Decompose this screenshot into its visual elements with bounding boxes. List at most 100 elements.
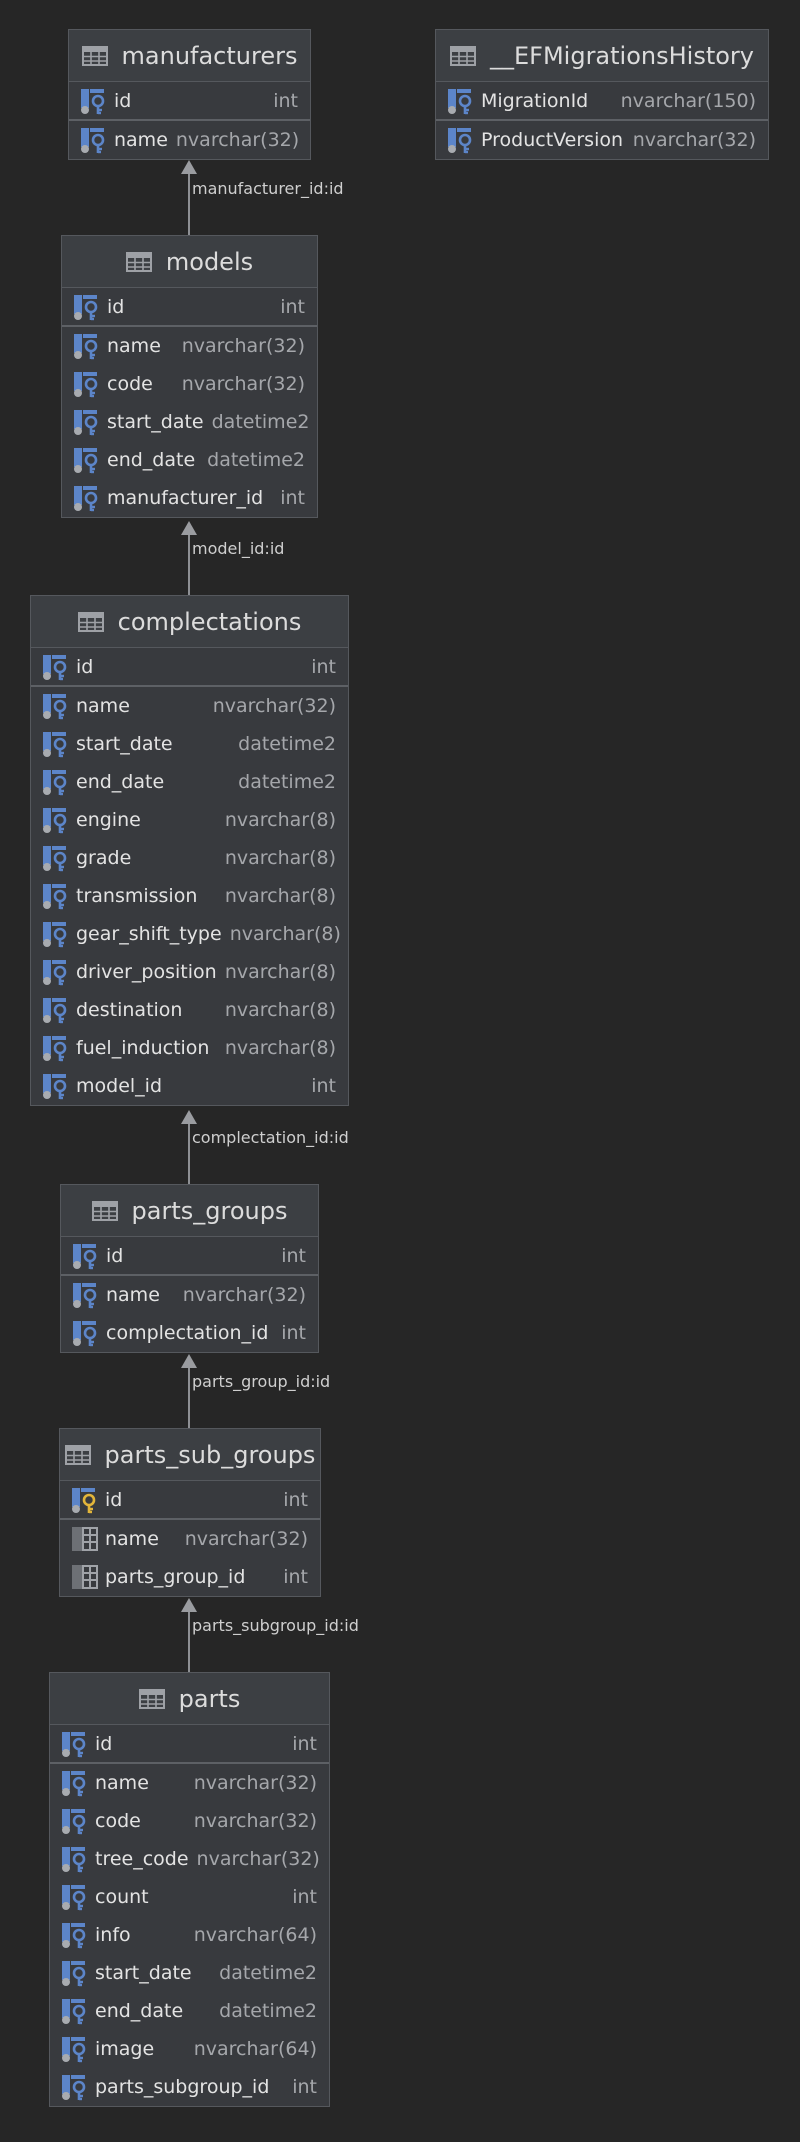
column-name: end_date: [76, 771, 165, 793]
column-key-icon: [71, 445, 103, 475]
table-header[interactable]: models: [62, 236, 317, 288]
column-key-icon: [59, 1958, 91, 1988]
column-key-icon: [59, 1996, 91, 2026]
table-name: models: [165, 247, 254, 276]
column-name: name: [106, 1284, 160, 1306]
column-name: name: [76, 695, 130, 717]
column-type: nvarchar(32): [182, 1284, 306, 1306]
column-name: tree_code: [95, 1848, 189, 1870]
relation-arrow-icon: [181, 1110, 197, 1124]
column-type: datetime2: [238, 771, 336, 793]
column-type: int: [292, 1732, 317, 1755]
column-name: name: [114, 129, 168, 151]
table-header[interactable]: parts_sub_groups: [60, 1429, 320, 1481]
relation-line: [188, 533, 190, 595]
column-row[interactable]: parts_subgroup_id int: [50, 2068, 329, 2106]
column-type: int: [292, 1886, 317, 1908]
column-type: datetime2: [238, 733, 336, 755]
column-key-icon: [40, 652, 72, 682]
table-header[interactable]: parts_groups: [61, 1185, 318, 1237]
table-header[interactable]: parts: [50, 1673, 329, 1725]
column-key-icon: [59, 1768, 91, 1798]
column-type: nvarchar(8): [224, 961, 336, 983]
column-name: gear_shift_type: [76, 923, 222, 945]
column-name: count: [95, 1886, 149, 1908]
column-type: datetime2: [207, 449, 305, 471]
column-type: nvarchar(8): [224, 847, 336, 869]
column-name: name: [107, 335, 161, 357]
column-name: parts_group_id: [105, 1566, 246, 1588]
column-key-icon: [40, 767, 72, 797]
relation-arrow-icon: [181, 521, 197, 535]
column-name: ProductVersion: [481, 129, 624, 151]
relation-line: [188, 172, 190, 235]
relation-label: manufacturer_id:id: [192, 179, 344, 198]
column-key-icon: [59, 1882, 91, 1912]
column-row[interactable]: name nvarchar(32): [62, 327, 317, 365]
table-header[interactable]: manufacturers: [69, 30, 310, 82]
column-name: transmission: [76, 885, 198, 907]
column-row[interactable]: end_date datetime2: [31, 763, 348, 801]
relation-arrow-icon: [181, 1598, 197, 1612]
column-name: start_date: [76, 733, 173, 755]
column-type: nvarchar(32): [181, 373, 305, 395]
column-name: info: [95, 1924, 131, 1946]
column-type: nvarchar(32): [181, 335, 305, 357]
column-type: int: [281, 1322, 306, 1344]
column-name: parts_subgroup_id: [95, 2076, 270, 2098]
column-row[interactable]: name nvarchar(32): [61, 1276, 318, 1314]
column-type: nvarchar(150): [620, 89, 756, 112]
table-header[interactable]: complectations: [31, 596, 348, 648]
table-header[interactable]: __EFMigrationsHistory: [436, 30, 768, 82]
column-row[interactable]: start_date datetime2: [31, 725, 348, 763]
column-type: int: [311, 1075, 336, 1097]
column-key-icon: [445, 86, 477, 116]
column-name: id: [114, 89, 132, 112]
column-type: nvarchar(8): [224, 999, 336, 1021]
column-row[interactable]: count int: [50, 1878, 329, 1916]
column-type: int: [292, 2076, 317, 2098]
column-key-icon: [71, 369, 103, 399]
table-name: complectations: [117, 607, 302, 636]
column-key-icon: [70, 1241, 102, 1271]
